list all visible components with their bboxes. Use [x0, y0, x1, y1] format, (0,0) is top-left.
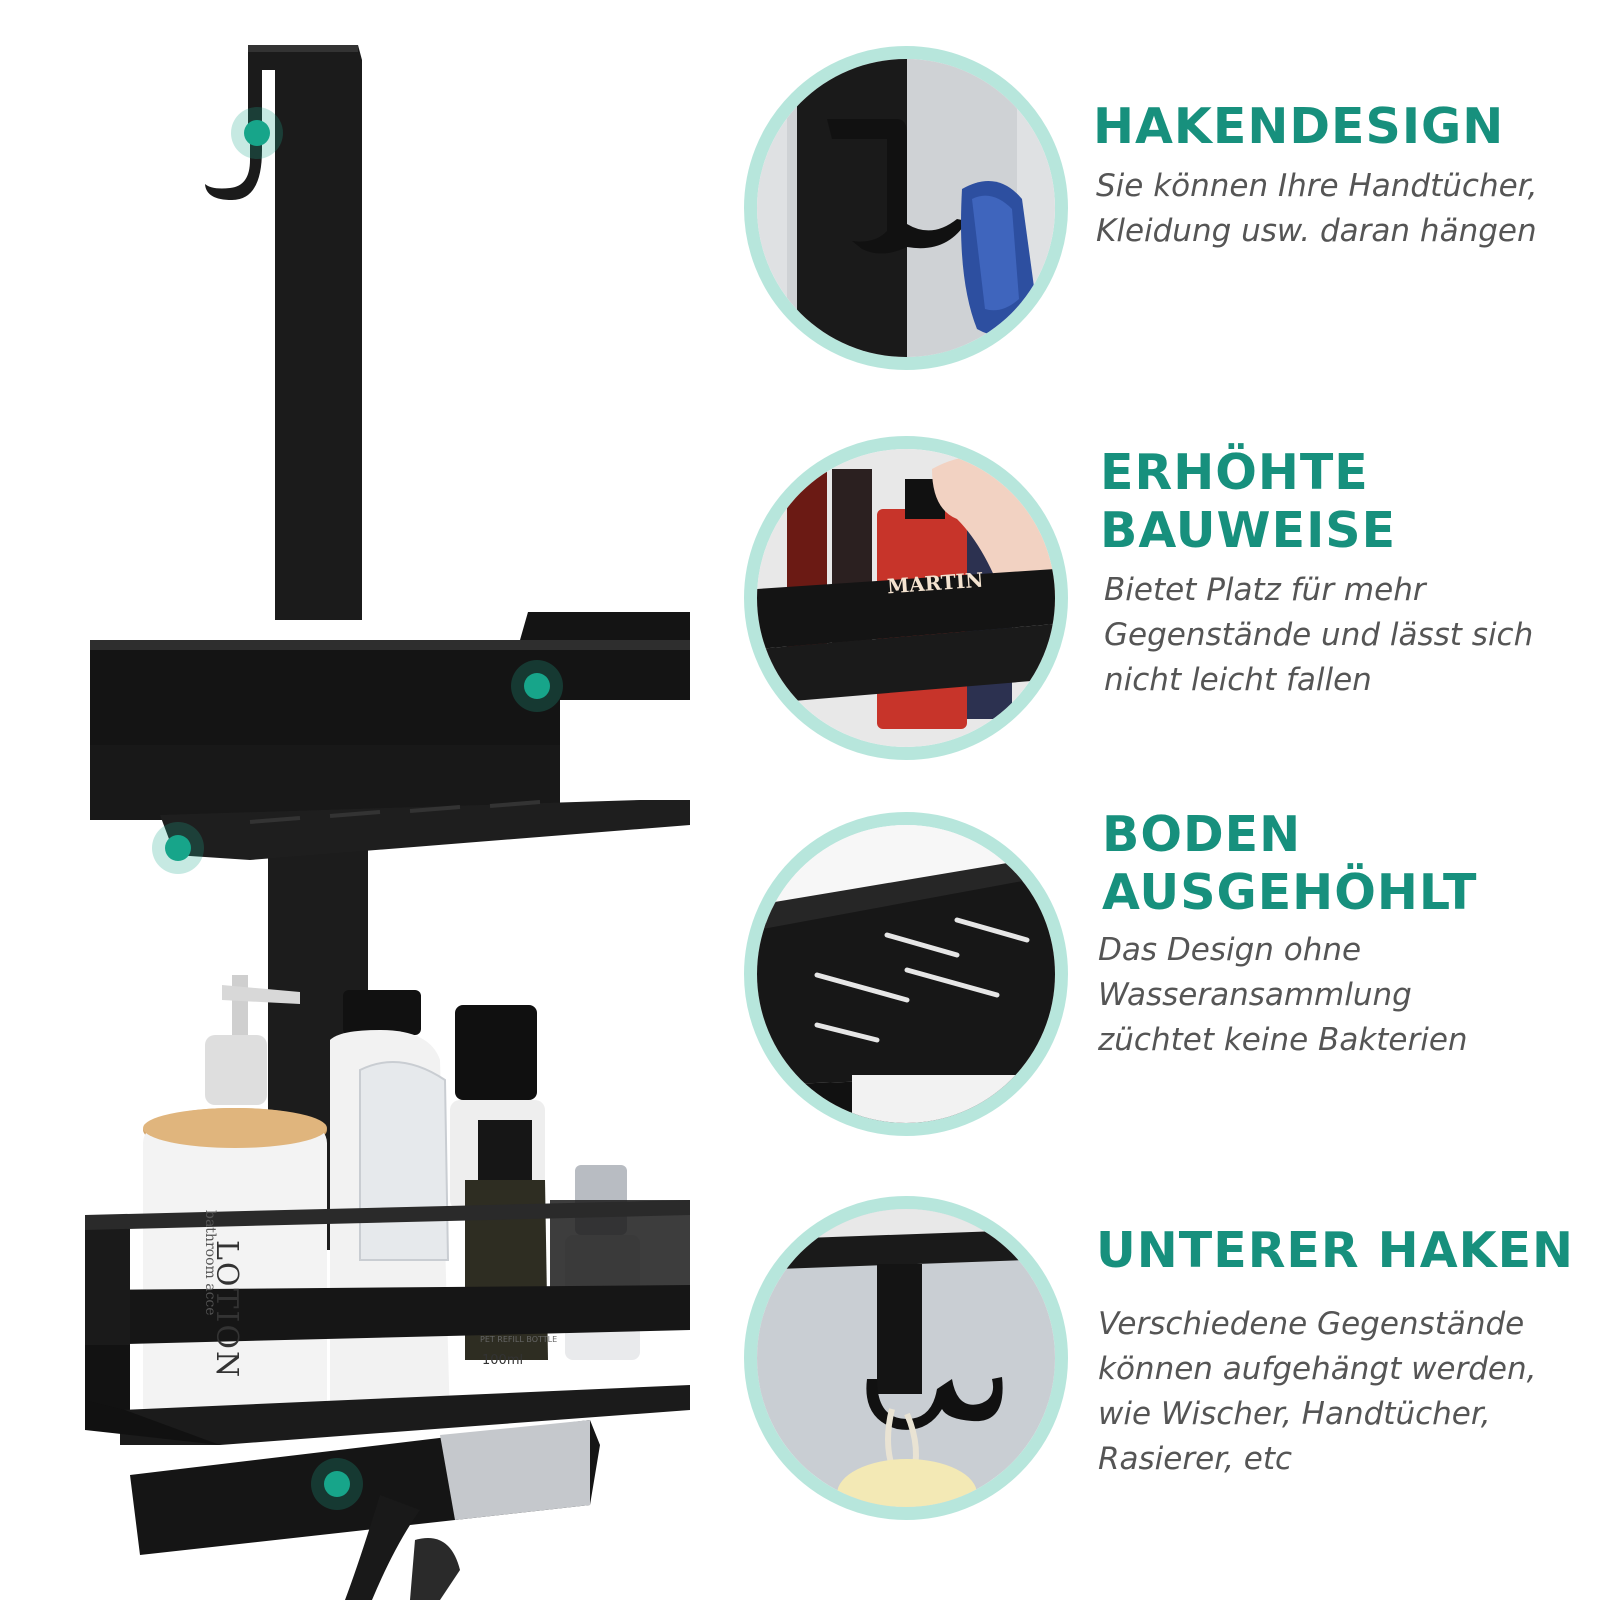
- feature-4-description: Verschiedene Gegenstände können aufgehän…: [1098, 1306, 1537, 1477]
- feature-2-description: Bietet Platz für mehr Gegenstände und lä…: [1104, 572, 1534, 698]
- feature-3-description: Das Design ohne Wasseransammlung züchtet…: [1098, 932, 1468, 1058]
- feature-2-title: ERHÖHTE BAUWEISE: [1100, 444, 1397, 559]
- feature-3-title: BODEN AUSGEHÖHLT: [1102, 806, 1478, 921]
- hotspot-shelf-base: [152, 822, 204, 874]
- lower-hook-detail-image: [757, 1209, 1055, 1507]
- feature-1-title: HAKENDESIGN: [1093, 98, 1505, 155]
- hotspot-lower-hook: [311, 1458, 363, 1510]
- hotspot-top-hook: [231, 107, 283, 159]
- bottle-label-refill: PET REFILL BOTTLE: [480, 1335, 558, 1344]
- bottle-label-sub: bathroom acce: [202, 1210, 218, 1316]
- feature-image-slotted-base: [744, 812, 1068, 1136]
- feature-image-hook: [744, 46, 1068, 370]
- slotted-base-detail-image: [757, 825, 1055, 1123]
- raised-shelf-detail-image: [757, 449, 1055, 747]
- hook-detail-image: [757, 59, 1055, 357]
- feature-image-lower-hook: [744, 1196, 1068, 1520]
- shower-caddy-illustration: [85, 45, 690, 1600]
- feature-image-raised-shelf: MARTIN: [744, 436, 1068, 760]
- bottle-label-volume: 100ml: [482, 1353, 524, 1368]
- hotspot-upper-shelf: [511, 660, 563, 712]
- feature-4-title: UNTERER HAKEN: [1096, 1222, 1575, 1279]
- feature-1-description: Sie können Ihre Handtücher, Kleidung usw…: [1096, 168, 1538, 249]
- product-image: LOTION bathroom acce PET REFILL BOTTLE 1…: [0, 0, 720, 1600]
